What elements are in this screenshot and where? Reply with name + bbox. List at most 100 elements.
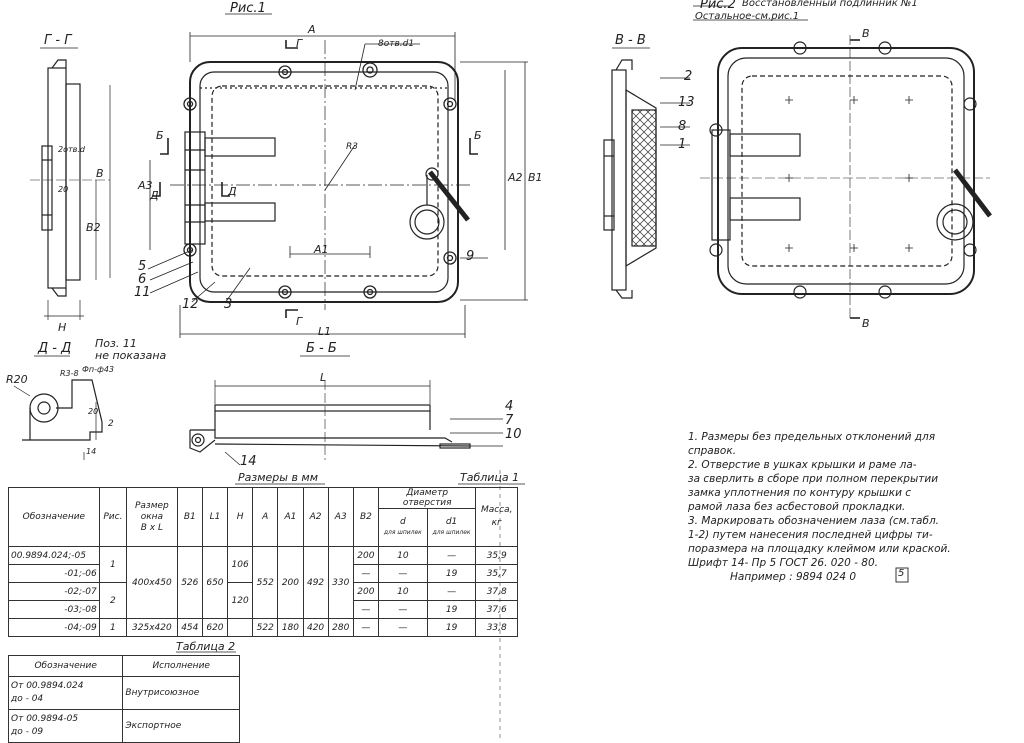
- note-line-9: поразмера на площадку клеймом или краско…: [688, 543, 951, 555]
- pos-12: 12: [182, 297, 199, 312]
- dim-a1: А1: [314, 243, 329, 256]
- pos-8: 8: [678, 119, 687, 134]
- t1-r2-d1: 19: [426, 564, 477, 583]
- t1-a1-a: 200: [277, 546, 304, 619]
- cut-b-right: Б: [474, 129, 482, 142]
- t1-r5-b2: —: [352, 618, 379, 637]
- dim-r20: R20: [6, 373, 28, 386]
- t1-r5-h: [227, 618, 254, 637]
- cut-v-top: В: [862, 27, 870, 40]
- fig1-ears: [183, 62, 457, 299]
- fig2-subheading: Остальное-см.рис.1: [695, 11, 800, 22]
- t1-r2-des: -01;-06: [8, 564, 100, 583]
- t1-r4-d: —: [377, 600, 428, 619]
- fig2-heading: Восстановленный подлинник №1: [742, 0, 918, 9]
- note-line-4: за сверлить в сборе при полном перекрыти…: [688, 473, 939, 485]
- dim-holes: 8отв.d1: [378, 39, 415, 49]
- t1-r3-des: -02;-07: [8, 582, 100, 601]
- note-line-3: 2. Отверстие в ушках крышки и раме ла-: [688, 459, 917, 471]
- t1-r4-d1: 19: [426, 600, 477, 619]
- cut-d-right: Д: [228, 185, 237, 198]
- t1-r3-mass: 37,8: [475, 582, 518, 601]
- t1-r1-fig: 1: [98, 546, 128, 583]
- t1-r1-b2: 200: [352, 546, 379, 565]
- note-line-10: Шрифт 14- Пр 5 ГОСТ 26. 020 - 80.: [688, 557, 878, 569]
- t1-r1-mass: 35,9: [475, 546, 518, 565]
- t1-h-fig: Рис.: [98, 487, 128, 547]
- fig1-centerlines: [170, 40, 470, 310]
- note-line-2: справок.: [688, 445, 737, 457]
- fig1-lock: [409, 167, 470, 240]
- pos-3: 3: [224, 297, 233, 312]
- t1-h-a2v: 120: [227, 582, 254, 619]
- pos-13: 13: [678, 95, 695, 110]
- dim-b2: В2: [86, 221, 101, 234]
- t1-r5-d1: 19: [426, 618, 477, 637]
- t1-a2-a: 492: [302, 546, 329, 619]
- pos11-note-line1: Поз. 11: [95, 337, 137, 350]
- dim-h: Н: [58, 321, 67, 334]
- t1-r5-fig: 1: [98, 618, 128, 637]
- dim-l1: L1: [318, 325, 332, 338]
- section-bb-body: [189, 380, 503, 466]
- t1-r4-mass: 37,6: [475, 600, 518, 619]
- t1-h-designation: Обозначение: [8, 487, 100, 547]
- t1-r5-des: -04;-09: [8, 618, 100, 637]
- fig1-hatch-body: [189, 61, 459, 303]
- dim-2: 2: [108, 419, 114, 429]
- fig1-dimensions: [149, 32, 528, 338]
- fig2-crosshairs: [785, 96, 913, 252]
- pos-11: 11: [134, 285, 151, 300]
- t1-h-b1: В1: [176, 487, 203, 547]
- t1-h-a3: А3: [327, 487, 354, 547]
- t1-r2-mass: 35,7: [475, 564, 518, 583]
- t1-h-l1: L1: [201, 487, 229, 547]
- dim-20a: 20: [58, 185, 69, 194]
- section-gg-title: Г - Г: [44, 33, 72, 48]
- pos-2: 2: [684, 69, 693, 84]
- fig1-title: Рис.1: [230, 1, 266, 16]
- pos11-note-line2: не показана: [95, 349, 167, 362]
- t1-r4-b2: —: [352, 600, 379, 619]
- t1-r3-d1: —: [426, 582, 477, 601]
- t1-h-h: Н: [227, 487, 254, 547]
- t1-b1-b: 454: [176, 618, 203, 637]
- pos-9: 9: [466, 249, 475, 264]
- cut-v-bottom: В: [862, 317, 870, 330]
- example-box-digit: 5: [898, 568, 905, 579]
- cut-g-bottom: Г: [296, 315, 303, 328]
- dim-radius: R3: [346, 142, 358, 152]
- t2-h-execution: Исполнение: [122, 655, 240, 677]
- t1-a-a: 552: [252, 546, 279, 619]
- section-bb-title: Б - Б: [306, 341, 337, 356]
- section-vv-body: [603, 59, 690, 299]
- section-vv-title: В - В: [615, 33, 646, 48]
- section-dd-body: [13, 379, 103, 460]
- table1-caption-center: Размеры в мм: [238, 471, 319, 484]
- t1-r3-fig: 2: [98, 582, 128, 619]
- t1-h-a1v: 106: [227, 546, 254, 583]
- dim-fp: Фп-ф43: [82, 365, 115, 374]
- t2-h-designation: Обозначение: [7, 655, 124, 677]
- fig1-cut-markers: [152, 40, 478, 318]
- pos-14: 14: [240, 454, 257, 469]
- t1-r1-d1: —: [426, 546, 477, 565]
- t1-h-a2: А2: [302, 487, 329, 547]
- t1-h-a1: А1: [277, 487, 304, 547]
- dim-a2: А2: [508, 171, 523, 184]
- dim-l: L: [320, 371, 327, 384]
- t1-a1-b: 180: [277, 618, 304, 637]
- dim-a: А: [308, 23, 316, 36]
- note-line-7: 3. Маркировать обозначением лаза (см.таб…: [688, 515, 940, 527]
- note-line-8: 1-2) путем нанесения последней цифры ти-: [688, 529, 933, 541]
- t1-size-a: 400х450: [126, 546, 178, 619]
- fig1-leaders: [147, 249, 488, 304]
- t2-r1-exec: Внутрисоюзное: [122, 676, 240, 710]
- note-line-5: замка уплотнения по контуру крышки с: [688, 487, 912, 499]
